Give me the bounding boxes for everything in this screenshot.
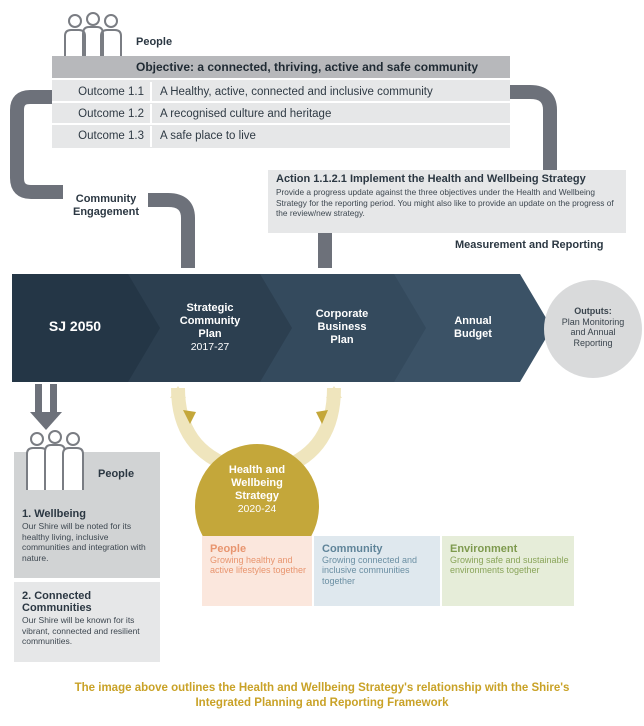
outcome-code: Outcome 1.1	[52, 82, 152, 103]
cc-title-line1: 2. Connected	[22, 590, 92, 602]
action-title: Action 1.1.2.1 Implement the Health and …	[276, 173, 586, 185]
ab-line2: Budget	[454, 328, 492, 340]
strategic-community-plan-label: Strategic Community Plan 2017-27	[160, 302, 260, 354]
outcomes-panel	[52, 80, 510, 148]
sj2050-label: SJ 2050	[48, 318, 102, 334]
outcome-code: Outcome 1.2	[52, 104, 152, 125]
cbp-line1: Corporate	[315, 308, 369, 320]
people-box-bottom	[14, 582, 160, 662]
outcome-row-1: Outcome 1.1 A Healthy, active, connected …	[52, 82, 510, 103]
outcome-text: A Healthy, active, connected and inclusi…	[160, 86, 433, 98]
people-left-label: People	[98, 468, 135, 480]
connected-communities-body: Our Shire will be known for its vibrant,…	[22, 615, 140, 646]
wellbeing-title: 1. Wellbeing	[22, 508, 86, 520]
people-top-label: People	[136, 36, 173, 48]
outcome-code: Outcome 1.3	[52, 126, 152, 147]
objective-bar: Objective: a connected, thriving, active…	[52, 56, 510, 78]
connected-communities-title: 2. Connected Communities	[22, 590, 92, 614]
people-group-icon	[26, 430, 84, 490]
strategy-line2: Wellbeing	[231, 477, 283, 489]
theme-community: Community Growing connected and inclusiv…	[314, 536, 440, 606]
wellbeing-body: Our Shire will be noted for its healthy …	[22, 521, 146, 563]
theme-community-body: Growing connected and inclusive communit…	[322, 554, 418, 586]
scp-line3: Plan	[198, 328, 222, 340]
community-engagement-label: Community Engagement	[68, 193, 144, 219]
outputs-circle: Outputs: Plan Monitoring and Annual Repo…	[544, 280, 642, 378]
theme-environment-title: Environment	[450, 543, 518, 555]
theme-people: People Growing healthy and active lifest…	[202, 536, 312, 606]
scp-line2: Community	[179, 315, 241, 327]
strategy-line1: Health and	[228, 464, 286, 476]
scp-line1: Strategic	[186, 302, 234, 314]
theme-people-title: People	[210, 543, 247, 555]
people-group-icon	[64, 12, 122, 72]
outputs-title: Outputs:	[574, 306, 612, 316]
outcome-row-3: Outcome 1.3 A safe place to live	[52, 126, 510, 147]
cc-title-line2: Communities	[22, 602, 92, 614]
cbp-line3: Plan	[330, 334, 354, 346]
action-body: Provide a progress update against the th…	[276, 187, 614, 218]
measurement-label: Measurement and Reporting	[455, 239, 604, 251]
scp-years: 2017-27	[190, 341, 230, 353]
outputs-line1: Plan Monitoring	[561, 316, 625, 327]
outcome-text: A recognised culture and heritage	[160, 108, 332, 120]
annual-budget-label: Annual Budget	[428, 315, 518, 341]
corporate-business-plan-label: Corporate Business Plan	[292, 308, 392, 347]
theme-environment-body: Growing safe and sustainable environment…	[450, 554, 569, 576]
ab-line1: Annual	[454, 315, 492, 327]
caption-line1: The image above outlines the Health and …	[74, 682, 570, 694]
action-box	[268, 170, 626, 233]
cbp-line2: Business	[317, 321, 367, 333]
community-engagement-line2: Engagement	[72, 206, 139, 218]
theme-people-body: Growing healthy and active lifestyles to…	[210, 554, 307, 576]
strategy-years: 2020-24	[237, 503, 277, 515]
caption-line2: Integrated Planning and Reporting Framew…	[195, 697, 449, 709]
caption: The image above outlines the Health and …	[0, 681, 644, 711]
outcome-text: A safe place to live	[160, 130, 256, 142]
theme-community-title: Community	[322, 543, 383, 555]
outputs-line2: and Annual	[570, 327, 616, 337]
strategy-line3: Strategy	[234, 490, 280, 502]
community-engagement-line1: Community	[75, 193, 137, 205]
theme-environment: Environment Growing safe and sustainable…	[442, 536, 574, 606]
outcome-row-2: Outcome 1.2 A recognised culture and heri…	[52, 104, 510, 125]
outputs-line3: Reporting	[573, 337, 613, 348]
